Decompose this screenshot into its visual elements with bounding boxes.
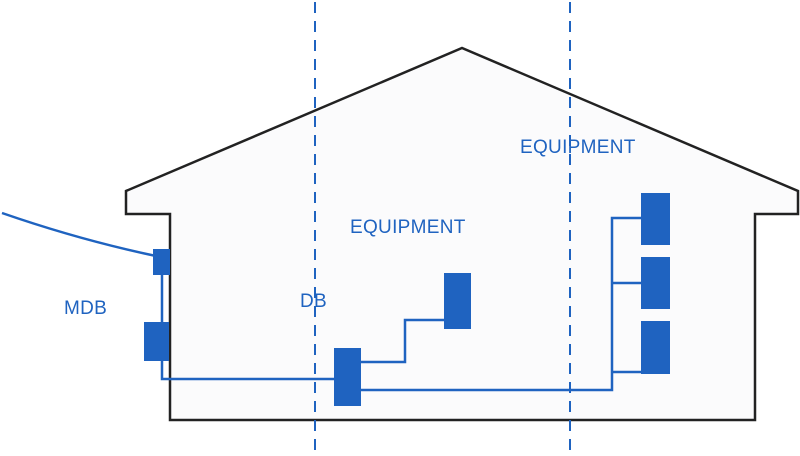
equipment-right-box-3 [641,321,670,374]
mdb-meter-box [153,249,170,275]
equipment-right-box-2 [641,257,670,309]
incoming-service-cable [1,211,157,258]
equipment-right-label: EQUIPMENT [520,137,636,158]
db-panel [334,348,361,406]
mdb-to-db-wire [160,361,334,381]
equipment-center-label: EQUIPMENT [350,217,466,238]
equipment-center-box [444,273,471,329]
house-outline [124,46,800,422]
equipment-right-box-1 [641,193,670,245]
db-label: DB [300,291,327,312]
mdb-label: MDB [64,298,107,319]
mdb-panel [144,322,169,361]
db-to-equipment-right-wire [361,216,641,392]
db-to-equipment-center-wire [361,318,444,364]
